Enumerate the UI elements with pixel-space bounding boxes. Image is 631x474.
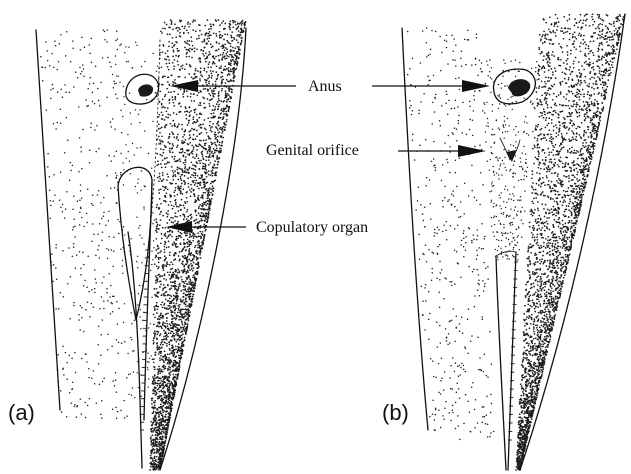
panel-b-genital-orifice bbox=[500, 138, 520, 162]
genital-orifice-label: Genital orifice bbox=[266, 142, 359, 159]
panel-a-label: (a) bbox=[8, 400, 35, 425]
panel-b-organ-tube bbox=[496, 251, 516, 470]
anus-arrow-right-head bbox=[462, 80, 490, 92]
panel-b-label: (b) bbox=[382, 400, 409, 425]
label-genital-orifice-group: Genital orifice bbox=[266, 142, 486, 159]
panel-a-copulatory-organ bbox=[118, 167, 152, 468]
anus-label: Anus bbox=[308, 78, 342, 95]
label-anus-group: Anus bbox=[170, 78, 490, 95]
panel-a-left-edge bbox=[36, 30, 60, 410]
copulatory-organ-label: Copulatory organ bbox=[256, 219, 368, 236]
panel-a-right-edge bbox=[160, 28, 246, 470]
label-copulatory-organ-group: Copulatory organ bbox=[166, 219, 368, 236]
panel-b-drawing bbox=[402, 14, 625, 470]
panel-b-left-edge bbox=[402, 28, 428, 430]
genital-orifice-arrow-head bbox=[458, 145, 486, 157]
panel-a-anus bbox=[126, 74, 159, 104]
panel-b-anus bbox=[493, 69, 535, 104]
